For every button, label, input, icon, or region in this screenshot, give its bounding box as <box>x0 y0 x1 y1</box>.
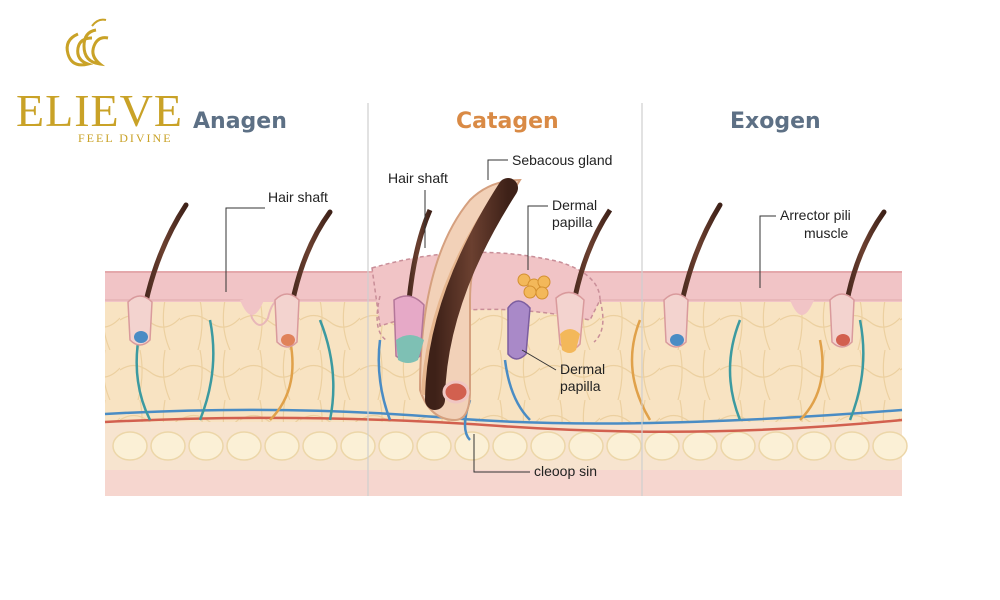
label-arrector-pili-line1: Arrector pili <box>780 207 851 223</box>
brand-name: ELIEVE <box>16 85 183 136</box>
label-anagen-hair-shaft: Hair shaft <box>268 189 328 205</box>
blood-vessels <box>104 319 903 441</box>
fat-cells <box>112 431 908 461</box>
label-bottom: cleoop sin <box>534 463 597 479</box>
label-catagen-hair-shaft: Hair shaft <box>388 170 448 186</box>
label-dermal-papilla-mid-line1: Dermal <box>560 361 605 377</box>
brand-logo: ELIEVE FEEL DIVINE <box>16 18 183 145</box>
phase-title-catagen: Catagen <box>456 109 559 134</box>
label-dermal-papilla-mid-line2: papilla <box>560 378 601 394</box>
catagen-follicle <box>371 178 613 422</box>
label-dermal-papilla-top-line2: papilla <box>552 214 593 230</box>
label-arrector-pili-line2: muscle <box>804 225 849 241</box>
elieve-monogram-icon <box>65 18 109 67</box>
label-dermal-papilla-top-line1: Dermal <box>552 197 597 213</box>
exogen-follicles <box>663 202 887 348</box>
label-sebaceous-gland: Sebacous gland <box>512 152 612 168</box>
sebaceous-gland <box>517 273 551 300</box>
phase-title-exogen: Exogen <box>730 109 821 134</box>
anagen-follicles <box>127 202 333 348</box>
phase-title-anagen: Anagen <box>193 109 287 134</box>
skin-cross-section <box>104 178 908 496</box>
brand-tagline: FEEL DIVINE <box>78 131 173 145</box>
annotations: Hair shaft Hair shaft Sebacous gland Der… <box>225 152 851 479</box>
